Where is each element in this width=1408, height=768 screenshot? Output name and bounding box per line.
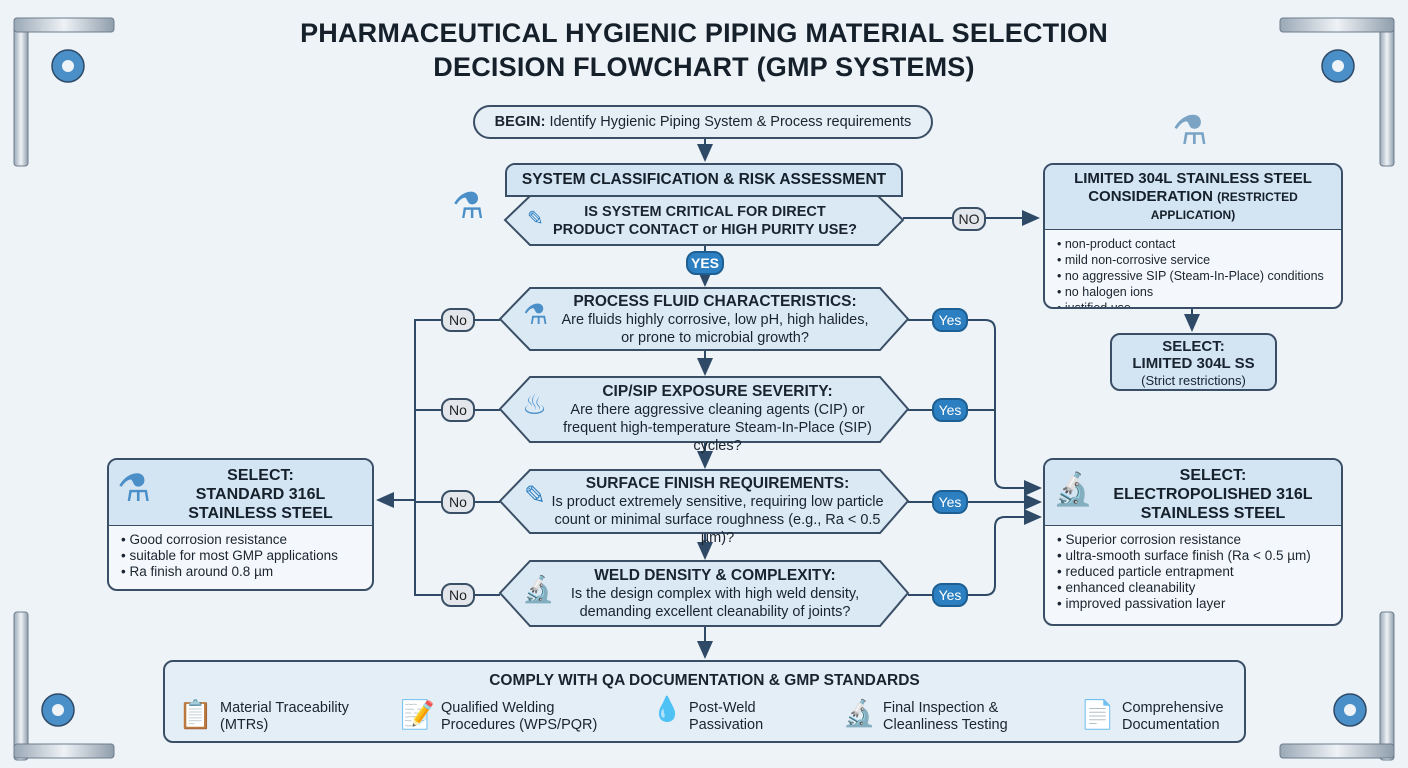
classification-question: IS SYSTEM CRITICAL FOR DIRECT PRODUCT CO… (540, 203, 870, 239)
limited-header-note: (RESTRICTED APPLICATION) (1150, 190, 1298, 222)
select-material: STAINLESS STEEL (1140, 505, 1286, 522)
list-item: enhanced cleanability (1057, 580, 1329, 596)
list-item: ultra-smooth surface finish (Ra < 0.5 µm… (1057, 548, 1329, 564)
document-pen-icon: 📝 (400, 699, 435, 730)
limited-header: LIMITED 304L STAINLESS STEEL (1074, 170, 1312, 187)
list-item: Superior corrosion resistance (1057, 532, 1329, 548)
flask-icon: ⚗ (1172, 109, 1208, 153)
question-line: Are fluids highly corrosive, low pH, hig… (561, 312, 869, 328)
question-text: CIP/SIP EXPOSURE SEVERITY: Are there aggr… (545, 383, 890, 455)
classification-title: SYSTEM CLASSIFICATION & RISK ASSESSMENT (507, 165, 901, 195)
badge-no: No (441, 490, 475, 514)
list-item: Ra finish around 0.8 µm (121, 564, 360, 580)
question-line: Are there aggressive cleaning agents (CI… (570, 402, 865, 418)
question-title: PROCESS FLUID CHARACTERISTICS: (573, 293, 857, 310)
badge-yes: YES (686, 251, 724, 275)
comply-item-line: Material Traceability (220, 700, 349, 716)
classification-question-line: PRODUCT CONTACT or HIGH PURITY USE? (553, 222, 857, 238)
question-line: count or minimal surface roughness (e.g.… (554, 512, 881, 546)
select-material: STAINLESS STEEL (188, 505, 333, 522)
begin-text: Identify Hygienic Piping System & Proces… (545, 114, 912, 130)
badge-no: No (441, 583, 475, 607)
badge-yes: Yes (932, 583, 968, 607)
droplet-icon: 💧 (652, 696, 682, 723)
question-line: Is product extremely sensitive, requirin… (551, 494, 884, 510)
question-line: frequent high-temperature Steam-In-Place… (563, 420, 872, 454)
classification-question-line: IS SYSTEM CRITICAL FOR DIRECT (584, 204, 826, 220)
select-label: SELECT: (227, 467, 294, 484)
comply-item-line: Cleanliness Testing (883, 717, 1008, 733)
select-label: SELECT: (1162, 338, 1225, 355)
flask-icon: ⚗ (452, 185, 485, 226)
select-electropolished-316l: SELECT: ELECTROPOLISHED 316L STAINLESS S… (1043, 458, 1343, 626)
question-line: or prone to microbial growth? (621, 330, 809, 346)
badge-yes: Yes (932, 398, 968, 422)
select-material: STANDARD 316L (195, 486, 326, 503)
begin-label: BEGIN: (494, 114, 546, 130)
list-item: justified use (1057, 300, 1329, 307)
limited-304l-box: LIMITED 304L STAINLESS STEEL CONSIDERATI… (1043, 163, 1343, 309)
question-text: WELD DENSITY & COMPLEXITY: Is the design … (555, 567, 875, 621)
badge-no: No (441, 398, 475, 422)
comply-qa-box: COMPLY WITH QA DOCUMENTATION & GMP STAND… (163, 660, 1246, 743)
list-item: improved passivation layer (1057, 596, 1329, 612)
list-item: no aggressive SIP (Steam-In-Place) condi… (1057, 268, 1329, 284)
list-item: non-product contact (1057, 236, 1329, 252)
title-line-1: PHARMACEUTICAL HYGIENIC PIPING MATERIAL … (300, 18, 1108, 48)
select-material: LIMITED 304L SS (1132, 355, 1255, 372)
flask-icon: ⚗ (523, 299, 549, 330)
begin-node: BEGIN: Identify Hygienic Piping System &… (473, 105, 933, 139)
comply-item-line: (MTRs) (220, 717, 269, 733)
comply-item-line: Procedures (WPS/PQR) (441, 717, 598, 733)
select-note: (Strict restrictions) (1141, 373, 1246, 388)
badge-yes: Yes (932, 308, 968, 332)
question-line: Is the design complex with high weld den… (570, 586, 860, 602)
title-line-2: DECISION FLOWCHART (GMP SYSTEMS) (433, 52, 975, 82)
documents-icon: 📄 (1080, 699, 1115, 730)
flask-icon: ⚗ (117, 468, 152, 510)
steam-icon: ♨ (522, 389, 548, 420)
comply-header: COMPLY WITH QA DOCUMENTATION & GMP STAND… (489, 672, 920, 689)
question-text: PROCESS FLUID CHARACTERISTICS: Are fluids… (555, 293, 875, 347)
list-item: suitable for most GMP applications (121, 548, 360, 564)
microscope-icon: 🔬 (843, 698, 876, 728)
checklist-icon: 📋 (178, 699, 213, 730)
microscope-icon: 🔬 (522, 574, 555, 604)
comply-item-line: Post-Weld (689, 700, 756, 716)
list-item: mild non-corrosive service (1057, 252, 1329, 268)
question-text: SURFACE FINISH REQUIREMENTS: Is product e… (545, 475, 890, 547)
question-title: SURFACE FINISH REQUIREMENTS: (585, 475, 850, 492)
question-line: demanding excellent cleanability of join… (579, 604, 851, 620)
comply-item-line: Qualified Welding (441, 700, 555, 716)
list-item: no halogen ions (1057, 284, 1329, 300)
comply-item-line: Passivation (689, 717, 764, 733)
comply-item-line: Final Inspection & (883, 700, 999, 716)
limited-header: CONSIDERATION (1088, 188, 1213, 205)
pen-icon: ✎ (527, 208, 544, 230)
list-item: Good corrosion resistance (121, 532, 360, 548)
classification-header: SYSTEM CLASSIFICATION & RISK ASSESSMENT (505, 163, 903, 197)
polish-pen-icon: ✎ (524, 480, 546, 510)
comply-item-line: Documentation (1122, 717, 1220, 733)
badge-yes: Yes (932, 490, 968, 514)
select-material: ELECTROPOLISHED 316L (1113, 486, 1313, 503)
comply-item: Final Inspection &Cleanliness Testing (883, 700, 1008, 734)
select-label: SELECT: (1179, 467, 1247, 484)
comply-item-line: Comprehensive (1122, 700, 1224, 716)
select-standard-316l: SELECT: STANDARD 316L STAINLESS STEEL Go… (107, 458, 374, 591)
question-title: CIP/SIP EXPOSURE SEVERITY: (602, 383, 833, 400)
select-limited-304l: SELECT: LIMITED 304L SS (Strict restrict… (1110, 333, 1277, 391)
microscope-icon: 🔬 (1053, 471, 1093, 507)
pipe-decoration (13, 17, 1395, 761)
comply-item: Material Traceability(MTRs) (220, 700, 349, 734)
question-title: WELD DENSITY & COMPLEXITY: (594, 567, 836, 584)
badge-no: No (441, 308, 475, 332)
badge-no: NO (952, 207, 986, 231)
list-item: reduced particle entrapment (1057, 564, 1329, 580)
